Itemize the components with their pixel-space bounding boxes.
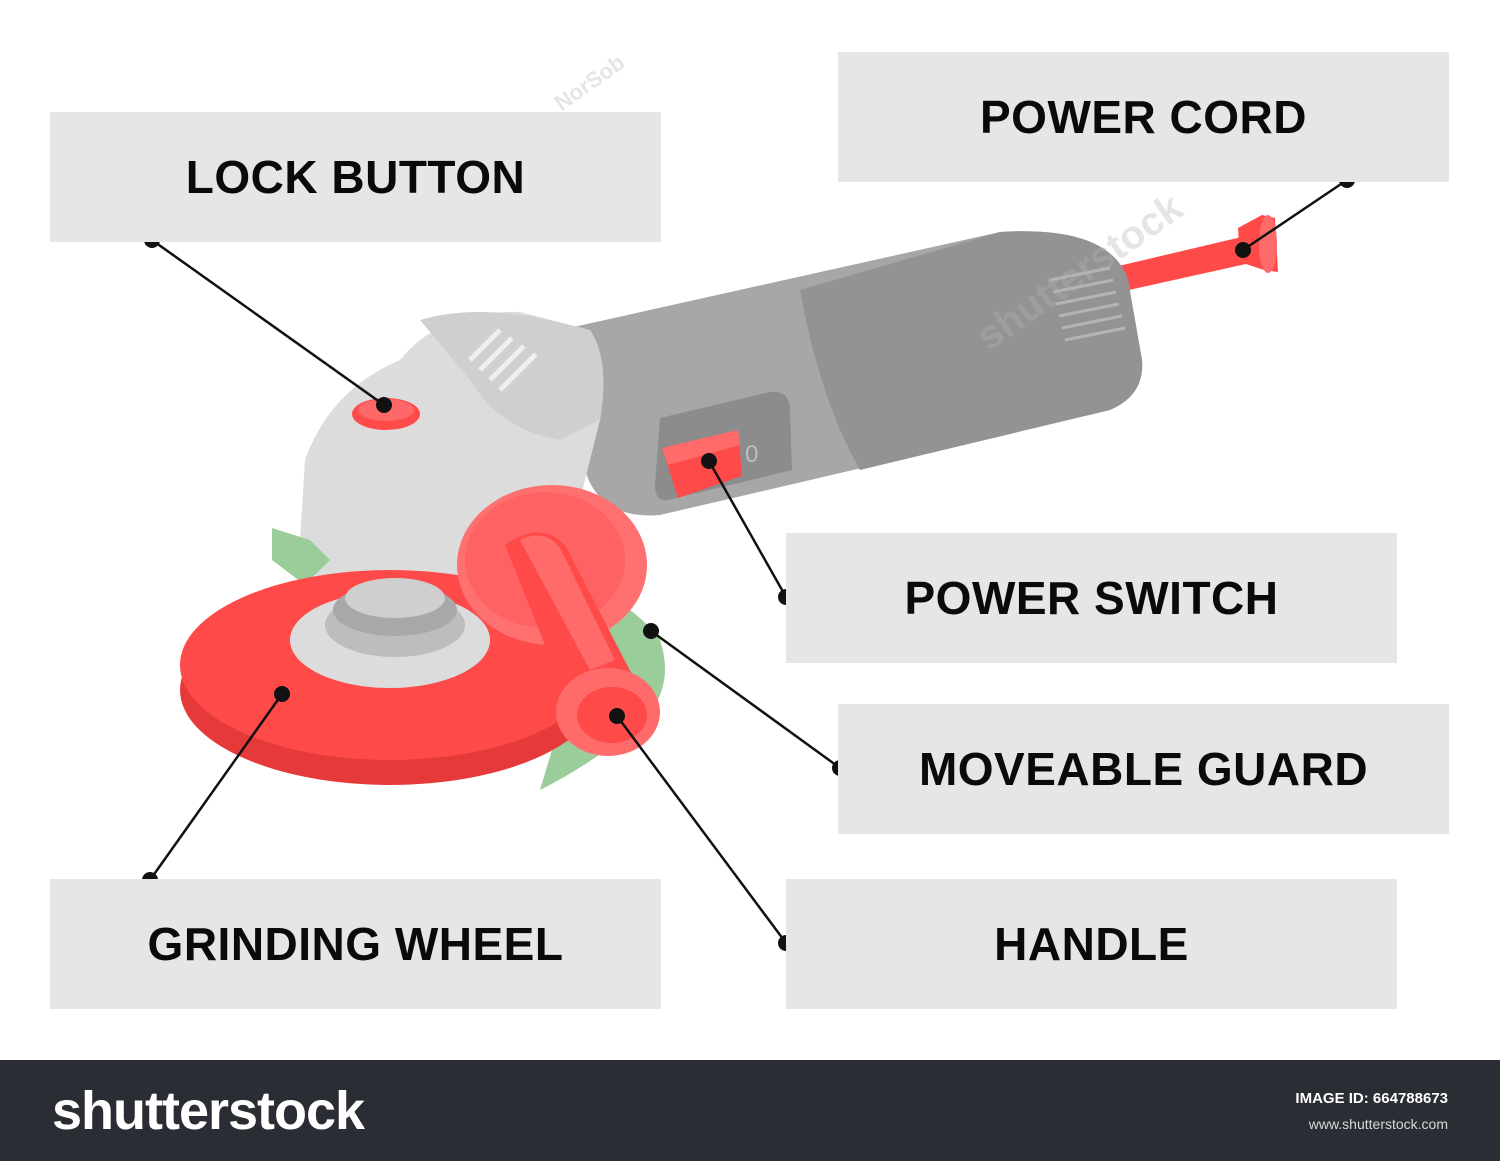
label-grinding-wheel-text: GRINDING WHEEL — [147, 918, 564, 970]
leader-line-grinding-wheel — [148, 693, 284, 881]
label-grinding-wheel: GRINDING WHEEL — [50, 879, 661, 1009]
switch-off-mark: 0 — [745, 441, 758, 468]
leader-line-handle — [615, 715, 788, 944]
label-handle-text: HANDLE — [994, 918, 1189, 970]
label-lock-button: LOCK BUTTON — [50, 112, 661, 242]
label-lock-button-text: LOCK BUTTON — [185, 151, 526, 203]
leader-line-power-switch — [707, 460, 788, 598]
leader-line-lock-button — [151, 238, 385, 407]
diagram-stage: 0 LOCK BUTTON POWER CORD POWER SWITCH MO… — [50, 50, 1449, 1009]
label-handle: HANDLE — [786, 879, 1397, 1009]
leader-line-moveable-guard — [650, 629, 841, 770]
footer-brand-logo: shutterstock — [52, 1081, 365, 1141]
handle-shape — [457, 485, 660, 756]
footer-url[interactable]: www.shutterstock.com — [1308, 1116, 1448, 1132]
motor-housing — [560, 231, 1143, 516]
angle-grinder-illustration: 0 — [142, 172, 1355, 951]
label-power-cord-text: POWER CORD — [980, 91, 1307, 143]
leader-lines — [148, 178, 1348, 944]
label-power-switch: POWER SWITCH — [786, 533, 1397, 663]
footer-bar: shutterstock IMAGE ID: 664788673 www.shu… — [0, 1060, 1500, 1161]
leader-line-power-cord — [1242, 178, 1348, 252]
power-cord-shape — [1110, 215, 1278, 292]
footer-image-id: IMAGE ID: 664788673 — [1295, 1090, 1448, 1107]
label-power-cord: POWER CORD — [838, 52, 1449, 182]
label-moveable-guard: MOVEABLE GUARD — [838, 704, 1449, 834]
label-moveable-guard-text: MOVEABLE GUARD — [918, 743, 1369, 795]
vent-slots — [1049, 266, 1126, 342]
label-power-switch-text: POWER SWITCH — [904, 572, 1279, 624]
